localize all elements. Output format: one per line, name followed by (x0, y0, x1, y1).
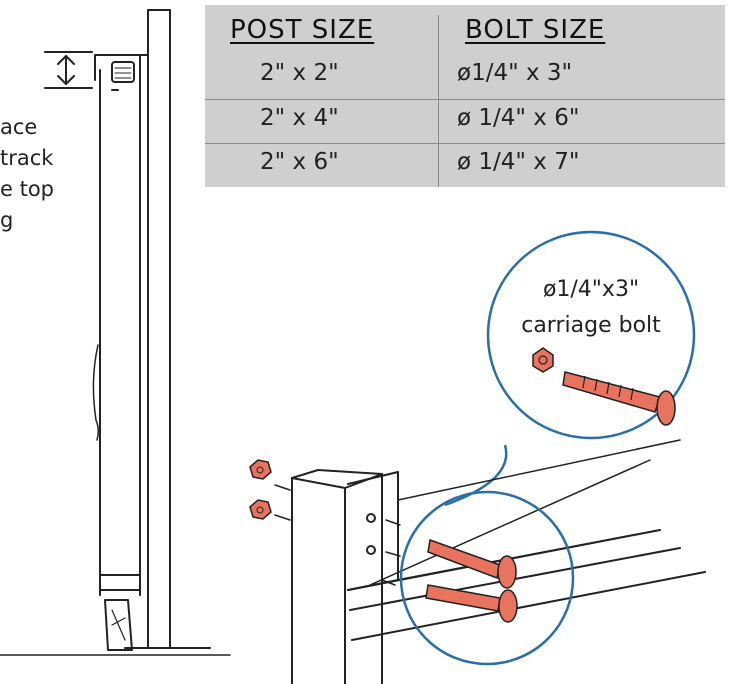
carriage-bolt-icon (532, 347, 676, 426)
side-note-line: ace (0, 115, 38, 139)
header-bolt-size: BOLT SIZE (465, 15, 606, 45)
bolt-size-cell: ø 1/4" x 7" (457, 149, 580, 175)
callout-bolt-size: ø1/4"x3" (543, 277, 639, 302)
table-rule (205, 143, 725, 144)
gap-dimension-marker (44, 51, 93, 89)
side-note-line: e top (0, 177, 55, 201)
bolt-icon (425, 538, 518, 623)
gate-track (92, 54, 149, 651)
size-table: POST SIZE BOLT SIZE 2" x 2" ø1/4" x 3" 2… (205, 5, 725, 187)
table-divider (438, 15, 439, 187)
post-size-cell: 2" x 2" (260, 60, 339, 86)
table-rule (205, 99, 725, 100)
callout-bubble: ø1/4"x3" carriage bolt (444, 230, 696, 507)
side-note-line: g (0, 208, 14, 232)
bracket-callout-ring (399, 490, 575, 666)
side-note: ace track e top g (0, 112, 110, 236)
post-size-cell: 2" x 6" (260, 149, 339, 175)
bolt-size-cell: ø 1/4" x 6" (457, 105, 580, 131)
post-left (0, 9, 231, 656)
header-post-size: POST SIZE (230, 15, 375, 45)
nut-icon (249, 459, 272, 520)
post-size-cell: 2" x 4" (260, 105, 339, 131)
callout-bolt-type: carriage bolt (521, 313, 661, 338)
side-note-line: track (0, 146, 54, 170)
bolt-size-cell: ø1/4" x 3" (457, 60, 573, 86)
